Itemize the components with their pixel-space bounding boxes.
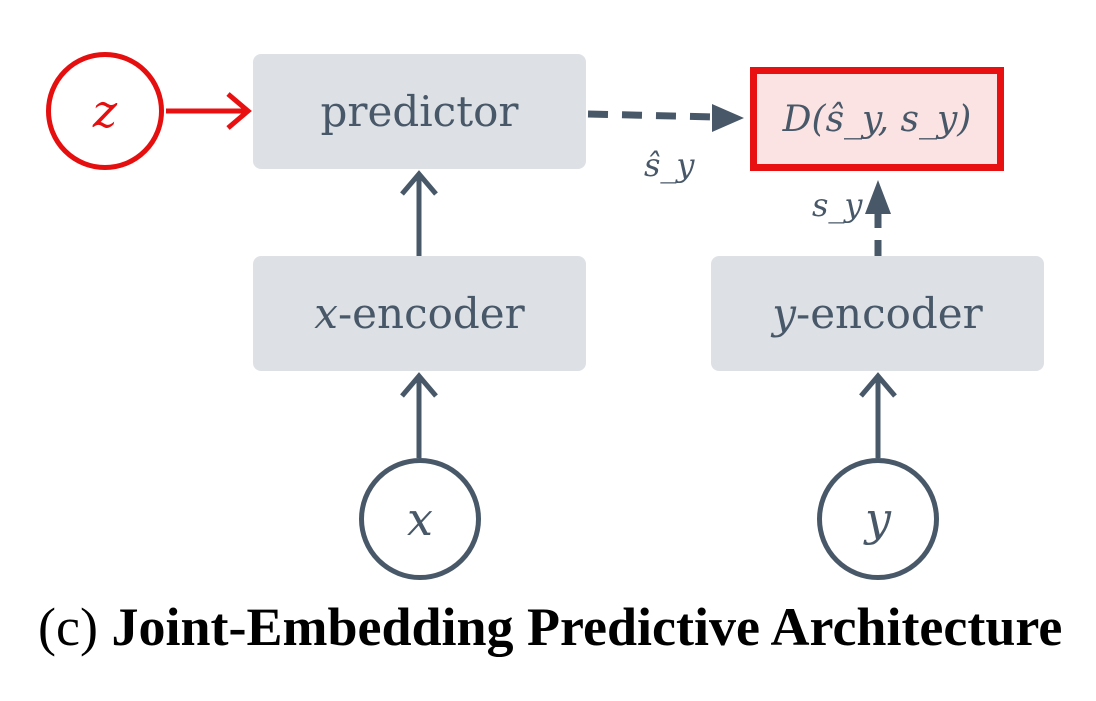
arrow-predictor-to-distance [587, 104, 744, 132]
z-label: z [92, 84, 118, 138]
y-input-node: y [817, 458, 939, 580]
figure-caption: (c) Joint-Embedding Predictive Architect… [38, 596, 1062, 658]
y-encoder-var: y [772, 289, 796, 338]
arrow-yencoder-to-distance [865, 180, 891, 256]
x-label: x [407, 492, 433, 546]
x-encoder-var: x [314, 289, 338, 338]
y-encoder-node: y-encoder [711, 256, 1044, 371]
y-label: y [865, 492, 891, 546]
distance-node: D(ŝ_y, s_y) [750, 67, 1004, 171]
x-input-node: x [359, 458, 481, 580]
x-encoder-node: x-encoder [253, 256, 586, 371]
arrow-xencoder-to-predictor [400, 170, 438, 256]
x-encoder-suffix: -encoder [337, 289, 525, 338]
arrow-x-to-xencoder [400, 372, 438, 458]
predictor-node: predictor [253, 54, 586, 169]
s-y-edge-label: s_y [812, 186, 863, 224]
z-latent-node: z [46, 52, 164, 170]
arrow-y-to-yencoder [859, 372, 897, 458]
y-encoder-suffix: -encoder [796, 289, 983, 338]
caption-title: Joint-Embedding Predictive Architecture [111, 597, 1063, 657]
arrow-z-to-predictor [166, 92, 252, 130]
caption-prefix: (c) [38, 597, 98, 657]
distance-label: D(ŝ_y, s_y) [782, 98, 972, 140]
predictor-label: predictor [320, 87, 519, 136]
s-hat-y-edge-label: ŝ_y [644, 146, 695, 184]
